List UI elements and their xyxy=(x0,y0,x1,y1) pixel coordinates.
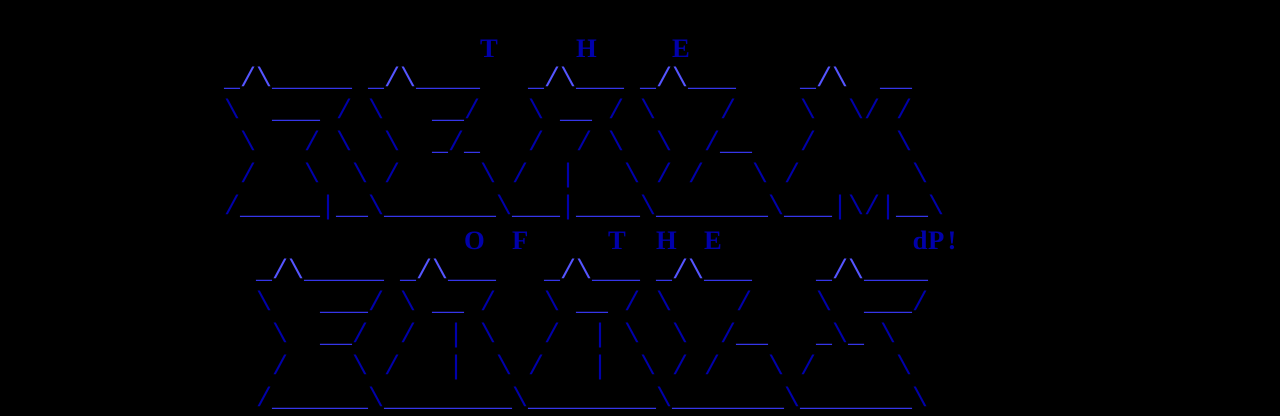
art-line-5: / \ \ / \ / | \ / / \ / \ xyxy=(240,161,928,191)
art-line-4: \ / \ \ _/_ / / \ \ /__ / \ xyxy=(240,129,912,159)
art-line-3: \ ___ / \ __/ \ __ / \ / \ \/ / xyxy=(224,97,912,127)
art-line-11: / \ / | \ / | \ / / \ / \ xyxy=(272,353,912,383)
art-line-title-the: T H E xyxy=(480,33,690,63)
art-line-10: \ __/ / | \ / | \ \ /__ _\_ \ xyxy=(272,321,896,351)
art-line-9: \ ___/ \ __ / \ __ / \ / \ ___/ xyxy=(256,289,928,319)
art-line-12: /______\________\________\_______\______… xyxy=(256,385,928,415)
art-line-0 xyxy=(0,0,1280,32)
art-line-title-of-the: O F T H E dP! xyxy=(464,225,957,255)
art-line-2: _/\_____ _/\____ _/\___ _/\___ _/\ __ xyxy=(224,65,912,95)
art-line-6: /_____|__\_______\___|____\_______\___|\… xyxy=(224,193,944,223)
art-line-8: _/\_____ _/\___ _/\___ _/\___ _/\____ xyxy=(256,257,928,287)
